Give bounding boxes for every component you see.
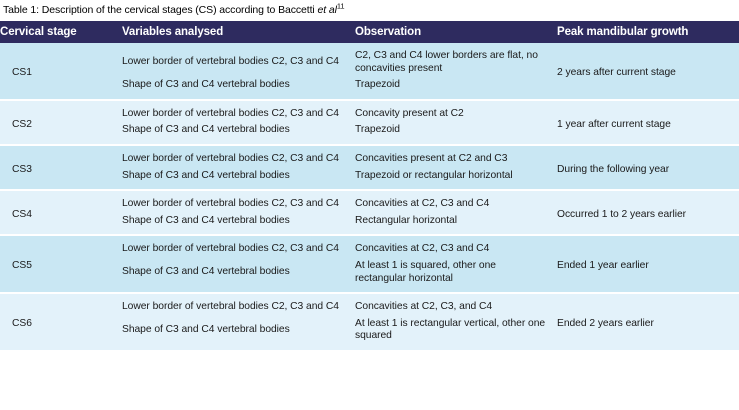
cervical-stages-table: Cervical stage Variables analysed Observ… bbox=[0, 21, 739, 350]
table-row: CS5 Lower border of vertebral bodies C2, … bbox=[0, 236, 739, 271]
cell-observation: At least 1 is squared, other one rectang… bbox=[355, 259, 496, 284]
cell-observation: Concavities at C2, C3 and C4 bbox=[355, 243, 490, 255]
cell-variable-analysed: Shape of C3 and C4 vertebral bodies bbox=[122, 169, 290, 181]
row-separator-line bbox=[0, 143, 739, 146]
cell-observation: Rectangular horizontal bbox=[355, 214, 457, 226]
cell-variable-analysed: Lower border of vertebral bodies C2, C3 … bbox=[122, 152, 339, 164]
row-separator bbox=[0, 98, 739, 101]
cell-variable-analysed: Lower border of vertebral bodies C2, C3 … bbox=[122, 56, 339, 68]
cell-observation: At least 1 is rectangular vertical, othe… bbox=[355, 317, 546, 342]
table-row: CS4 Lower border of vertebral bodies C2, … bbox=[0, 191, 739, 220]
table-header-row: Cervical stage Variables analysed Observ… bbox=[0, 21, 739, 43]
table-row: CS1 Lower border of vertebral bodies C2, … bbox=[0, 43, 739, 78]
table-header: Cervical stage Variables analysed Observ… bbox=[0, 21, 739, 43]
cell-variable-analysed: Lower border of vertebral bodies C2, C3 … bbox=[122, 198, 339, 210]
cell-peak-mandibular-growth: Ended 2 years earlier bbox=[557, 318, 654, 330]
cell-cervical-stage: CS2 bbox=[12, 118, 32, 130]
row-separator bbox=[0, 234, 739, 237]
row-separator-line bbox=[0, 292, 739, 295]
cell-observation: Concavity present at C2 bbox=[355, 107, 464, 119]
cell-variable-analysed: Lower border of vertebral bodies C2, C3 … bbox=[122, 243, 339, 255]
cell-cervical-stage: CS4 bbox=[12, 208, 32, 220]
cell-observation: Concavities present at C2 and C3 bbox=[355, 152, 508, 164]
column-header-peak-mandibular-growth: Peak mandibular growth bbox=[557, 26, 689, 38]
column-header-cervical-stage: Cervical stage bbox=[0, 26, 77, 38]
caption-prefix: Table 1: Description of the cervical sta… bbox=[3, 4, 318, 16]
cell-observation: Trapezoid bbox=[355, 124, 400, 136]
table-row: Shape of C3 and C4 vertebral bodies Trape… bbox=[0, 77, 739, 99]
row-separator-line bbox=[0, 234, 739, 237]
column-header-observation: Observation bbox=[355, 26, 422, 38]
row-separator-line bbox=[0, 189, 739, 192]
table-row: Shape of C3 and C4 vertebral bodies Trape… bbox=[0, 122, 739, 144]
cell-cervical-stage: CS1 bbox=[12, 67, 32, 79]
table-row: Shape of C3 and C4 vertebral bodies Recta… bbox=[0, 212, 739, 235]
table-row: CS6 Lower border of vertebral bodies C2, … bbox=[0, 294, 739, 329]
cell-peak-mandibular-growth: 2 years after current stage bbox=[557, 67, 676, 79]
cell-cervical-stage: CS5 bbox=[12, 260, 32, 272]
cell-variable-analysed: Shape of C3 and C4 vertebral bodies bbox=[122, 324, 290, 336]
cell-observation: C2, C3 and C4 lower borders are flat, no… bbox=[355, 50, 538, 74]
cell-observation: Concavities at C2, C3 and C4 bbox=[355, 198, 490, 210]
caption-italic: et al bbox=[317, 4, 337, 16]
cell-variable-analysed: Shape of C3 and C4 vertebral bodies bbox=[122, 214, 290, 226]
caption-superscript-reference: 11 bbox=[336, 1, 345, 11]
cell-observation: Concavities at C2, C3, and C4 bbox=[355, 301, 493, 313]
table-caption: Table 1: Description of the cervical sta… bbox=[0, 0, 739, 21]
cell-variable-analysed: Shape of C3 and C4 vertebral bodies bbox=[122, 79, 290, 91]
cell-peak-mandibular-growth: Occurred 1 to 2 years earlier bbox=[557, 208, 687, 220]
cell-peak-mandibular-growth: Ended 1 year earlier bbox=[557, 260, 649, 272]
cell-variable-analysed: Lower border of vertebral bodies C2, C3 … bbox=[122, 107, 339, 119]
cell-cervical-stage: CS6 bbox=[12, 318, 32, 330]
cell-variable-analysed: Shape of C3 and C4 vertebral bodies bbox=[122, 124, 290, 136]
row-separator-line bbox=[0, 98, 739, 101]
table-row: CS3 Lower border of vertebral bodies C2, … bbox=[0, 145, 739, 175]
table-row: CS2 Lower border of vertebral bodies C2, … bbox=[0, 100, 739, 130]
row-separator bbox=[0, 189, 739, 192]
cell-variable-analysed: Lower border of vertebral bodies C2, C3 … bbox=[122, 301, 339, 313]
table-row: Shape of C3 and C4 vertebral bodies Trape… bbox=[0, 167, 739, 190]
cell-variable-analysed: Shape of C3 and C4 vertebral bodies bbox=[122, 266, 290, 278]
cell-observation: Trapezoid bbox=[355, 79, 400, 91]
cell-peak-mandibular-growth: During the following year bbox=[557, 163, 670, 175]
cell-cervical-stage: CS3 bbox=[12, 163, 32, 175]
cell-peak-mandibular-growth: 1 year after current stage bbox=[557, 118, 671, 130]
cell-observation: Trapezoid or rectangular horizontal bbox=[355, 169, 513, 181]
column-header-variables-analysed: Variables analysed bbox=[122, 26, 224, 38]
row-separator bbox=[0, 143, 739, 146]
row-separator bbox=[0, 292, 739, 295]
